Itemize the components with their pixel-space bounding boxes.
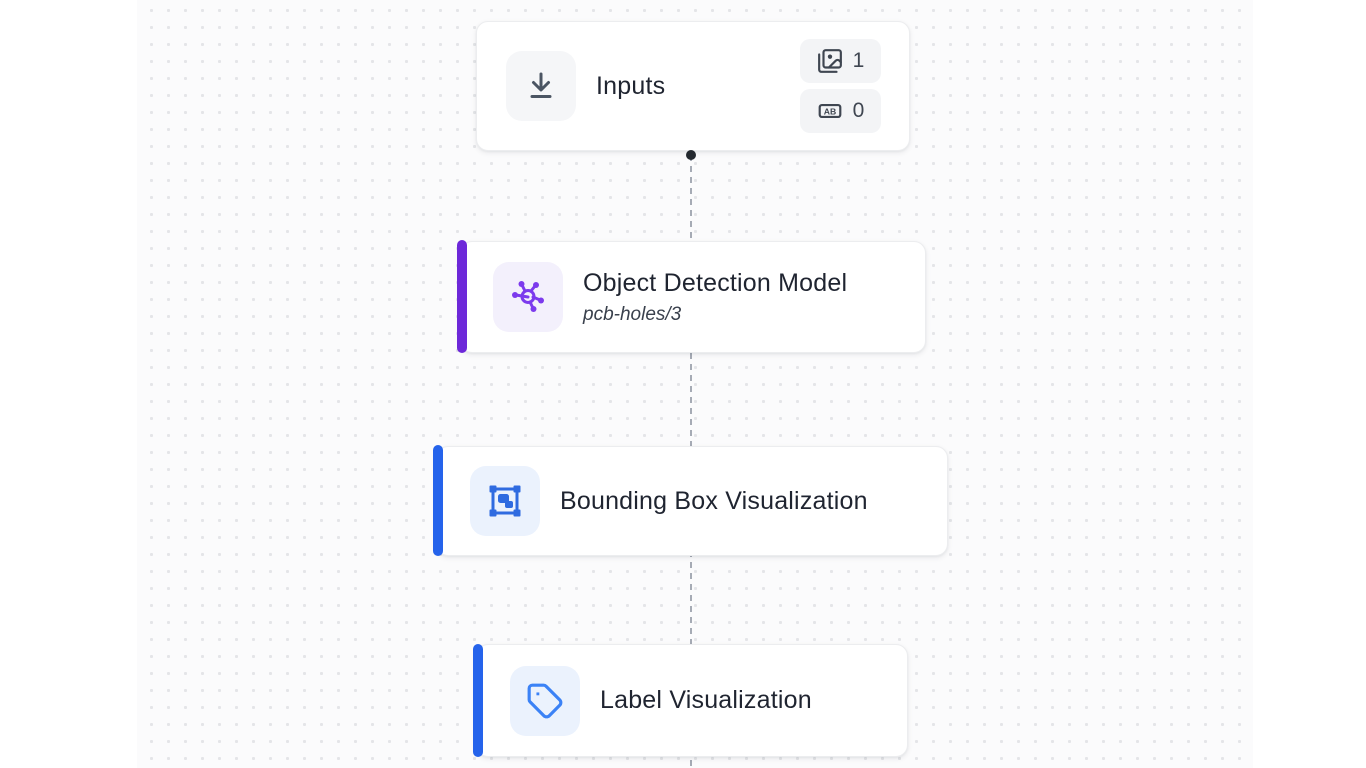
- node-title-object-detection-model: Object Detection Model: [583, 268, 848, 297]
- node-title-inputs: Inputs: [596, 71, 666, 100]
- parameter-inputs-count: 0: [852, 99, 865, 122]
- node-title-label-visualization: Label Visualization: [600, 686, 812, 714]
- tag-icon: [510, 665, 580, 736]
- download-icon: [506, 51, 576, 121]
- svg-text:AB: AB: [823, 106, 836, 116]
- inputs-badge-column: 1 AB 0: [800, 39, 881, 133]
- text-field-icon: AB: [817, 98, 843, 124]
- node-object-detection-model[interactable]: Object Detection Model pcb-holes/3: [460, 241, 926, 353]
- bounding-box-icon: [470, 466, 540, 536]
- node-inputs[interactable]: Inputs 1 AB: [476, 21, 910, 151]
- node-bounding-box-visualization[interactable]: Bounding Box Visualization: [436, 446, 948, 556]
- image-inputs-badge[interactable]: 1: [800, 39, 881, 83]
- visualization-node-accent-bar: [473, 644, 483, 757]
- inputs-output-handle[interactable]: [686, 150, 696, 160]
- model-node-accent-bar: [457, 240, 467, 353]
- model-node-text: Object Detection Model pcb-holes/3: [583, 269, 847, 326]
- images-icon: [817, 48, 843, 74]
- node-subtitle-model-id: pcb-holes/3: [583, 303, 682, 325]
- parameter-inputs-badge[interactable]: AB 0: [800, 89, 881, 133]
- visualization-node-accent-bar: [433, 445, 443, 556]
- node-title-bounding-box-visualization: Bounding Box Visualization: [560, 486, 868, 515]
- image-inputs-count: 1: [852, 49, 865, 72]
- node-label-visualization[interactable]: Label Visualization: [476, 644, 908, 757]
- model-molecule-icon: [493, 262, 563, 332]
